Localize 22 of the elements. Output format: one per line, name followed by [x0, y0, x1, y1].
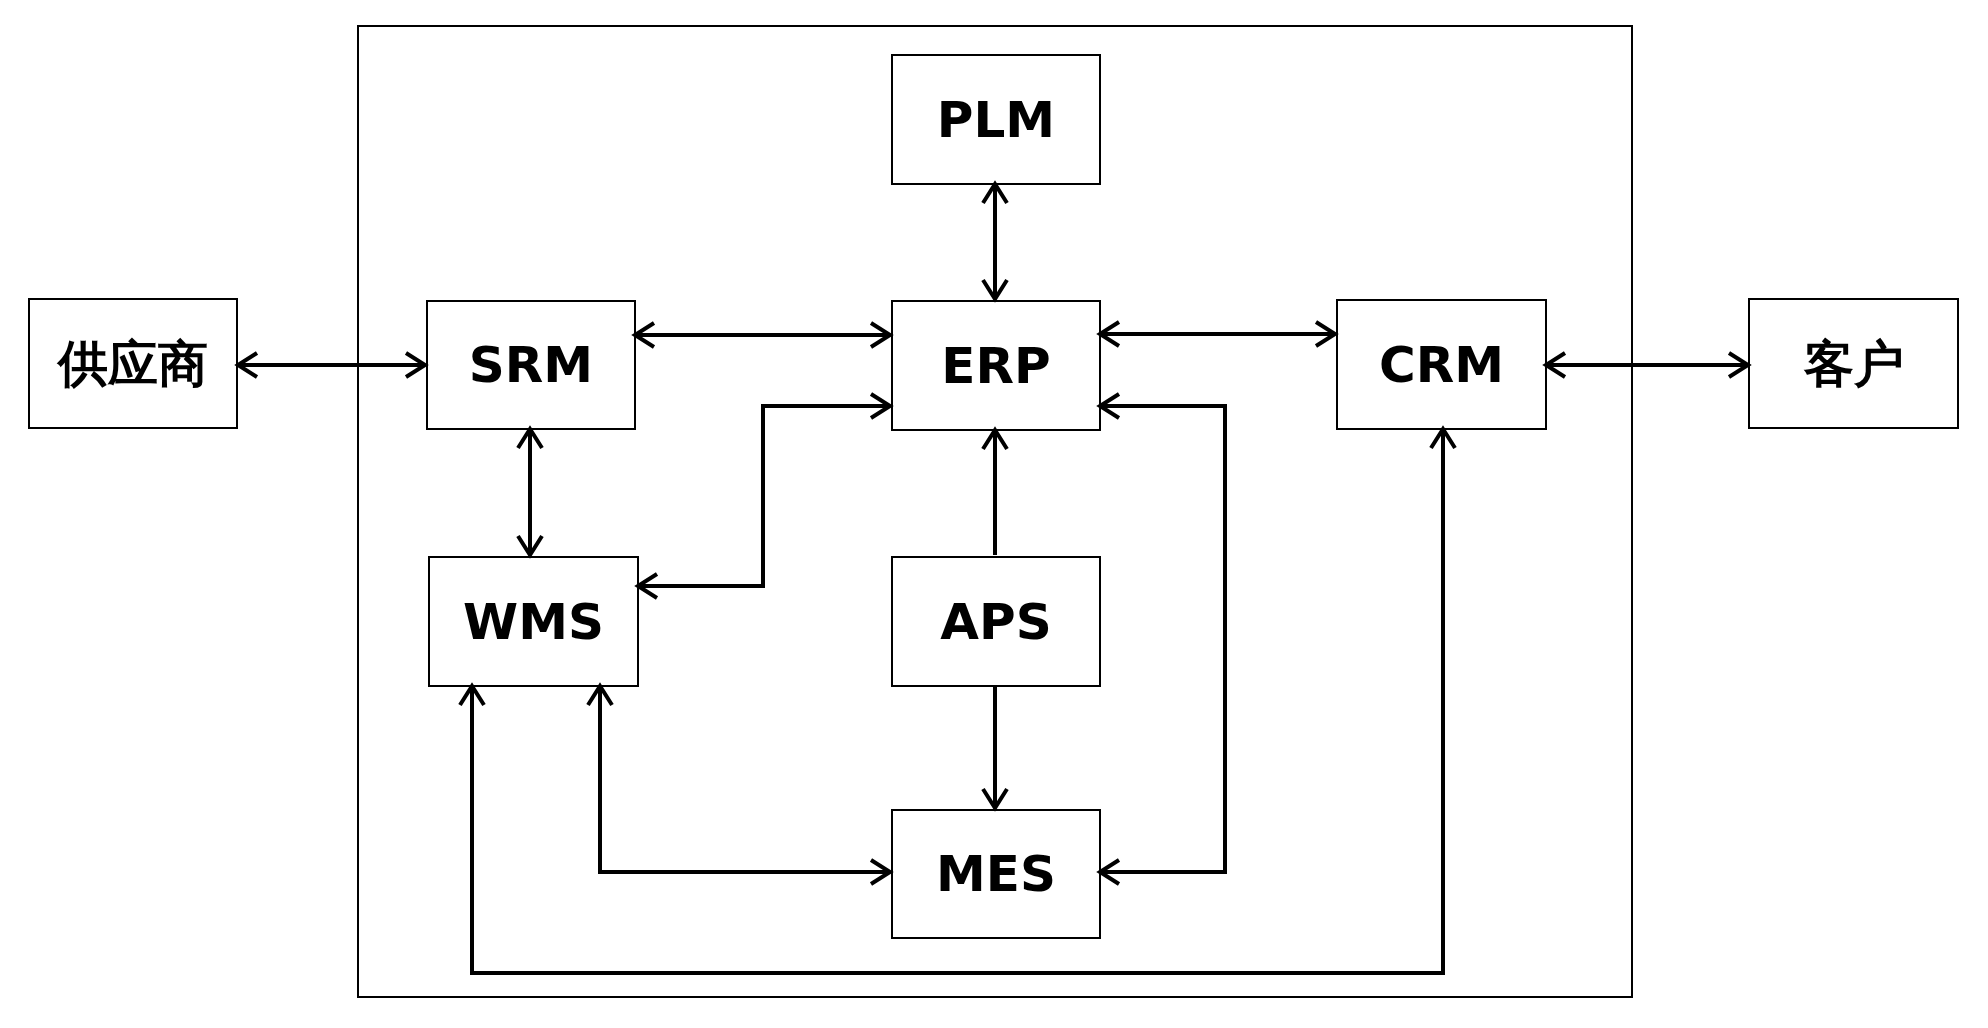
arrow	[516, 427, 544, 557]
arrow	[458, 427, 1457, 975]
system-box: CRM	[1336, 299, 1547, 430]
system-box: ERP	[891, 300, 1101, 431]
arrow	[236, 351, 427, 379]
arrow	[586, 684, 892, 886]
arrow	[633, 321, 892, 349]
system-box: APS	[891, 556, 1101, 687]
arrow	[981, 686, 1009, 810]
arrow	[981, 428, 1009, 555]
arrow	[636, 392, 892, 600]
system-box: SRM	[426, 300, 636, 430]
arrow	[1544, 351, 1750, 379]
system-box: 供应商	[28, 298, 238, 429]
system-box: MES	[891, 809, 1101, 939]
system-box: PLM	[891, 54, 1101, 185]
arrow	[1098, 320, 1337, 348]
frame-box	[357, 25, 1633, 998]
arrow	[1098, 392, 1227, 886]
system-box: 客户	[1748, 298, 1959, 429]
system-box: WMS	[428, 556, 639, 687]
arrow	[981, 182, 1009, 301]
